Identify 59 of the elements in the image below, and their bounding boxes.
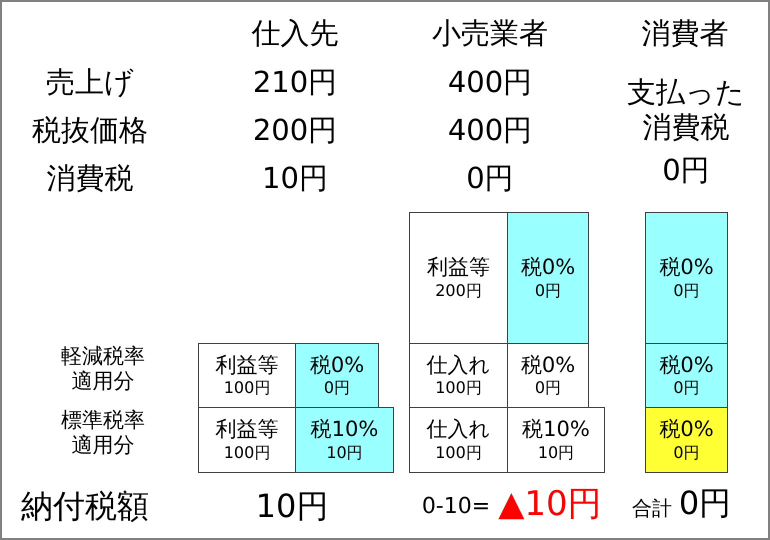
- block-amount: 100円: [435, 378, 482, 400]
- profit-block: [198, 343, 296, 408]
- tax-block: [507, 407, 605, 473]
- amount-value: 200円: [252, 113, 338, 148]
- purchase-block: [409, 407, 508, 473]
- row-label: 消費税: [46, 161, 134, 196]
- amount-value: 210円: [252, 65, 338, 100]
- amount-value: 400円: [446, 113, 534, 148]
- amount-value: 0円: [661, 153, 711, 188]
- block-amount: 0円: [673, 280, 700, 302]
- amount-value: 10円: [261, 161, 329, 196]
- profit-block: [409, 212, 508, 344]
- row-label: 標準税率適用分: [60, 408, 146, 458]
- block-amount: 0円: [324, 378, 350, 400]
- tax-block: [295, 343, 379, 408]
- row-label: 税抜価格: [31, 113, 149, 148]
- block-heading: 利益等: [216, 416, 278, 443]
- block-heading: 利益等: [216, 352, 278, 378]
- block-amount: 10円: [538, 442, 574, 464]
- block-heading: 税0%: [659, 352, 714, 378]
- block-amount: 200円: [435, 280, 482, 302]
- column-header: 消費者: [640, 16, 730, 51]
- tax-block: [645, 343, 728, 408]
- column-header: 小売業者: [431, 16, 549, 51]
- block-amount: 10円: [326, 442, 363, 464]
- profit-block: [198, 407, 296, 473]
- row-label: 軽減税率適用分: [60, 344, 146, 394]
- row-label: 売上げ: [45, 65, 135, 100]
- block-heading: 仕入れ: [426, 416, 490, 443]
- column-header: 仕入先: [250, 16, 340, 51]
- block-heading: 税0%: [310, 352, 364, 378]
- amount-value: 400円: [446, 65, 534, 100]
- block-heading: 税10%: [522, 416, 590, 443]
- block-amount: 0円: [673, 442, 700, 464]
- block-heading: 税0%: [659, 254, 714, 281]
- block-heading: 税0%: [659, 416, 714, 443]
- block-amount: 100円: [224, 442, 270, 464]
- amount-value: 10円: [254, 487, 330, 526]
- tax-block: [295, 407, 394, 473]
- block-amount: 100円: [224, 378, 270, 400]
- block-amount: 0円: [534, 378, 562, 400]
- block-heading: 税0%: [520, 254, 576, 281]
- total-label: 合計: [631, 496, 673, 520]
- block-amount: 100円: [435, 442, 482, 464]
- amount-value: 0円: [678, 484, 732, 522]
- block-heading: 税0%: [520, 352, 576, 378]
- calculation-text: 0-10=: [420, 494, 492, 520]
- block-heading: 仕入れ: [426, 352, 490, 378]
- block-heading: 税10%: [310, 416, 378, 443]
- block-heading: 利益等: [427, 254, 490, 281]
- tax-block: [645, 212, 728, 344]
- block-amount: 0円: [534, 280, 562, 302]
- paid-tax-label: 支払った消費税: [626, 75, 746, 145]
- tax-block: [507, 212, 589, 344]
- row-label: 納付税額: [20, 487, 150, 526]
- amount-value: 0円: [465, 161, 515, 196]
- block-amount: 0円: [673, 378, 700, 400]
- tax-block: [645, 407, 728, 473]
- amount-value: ▲10円: [497, 484, 603, 525]
